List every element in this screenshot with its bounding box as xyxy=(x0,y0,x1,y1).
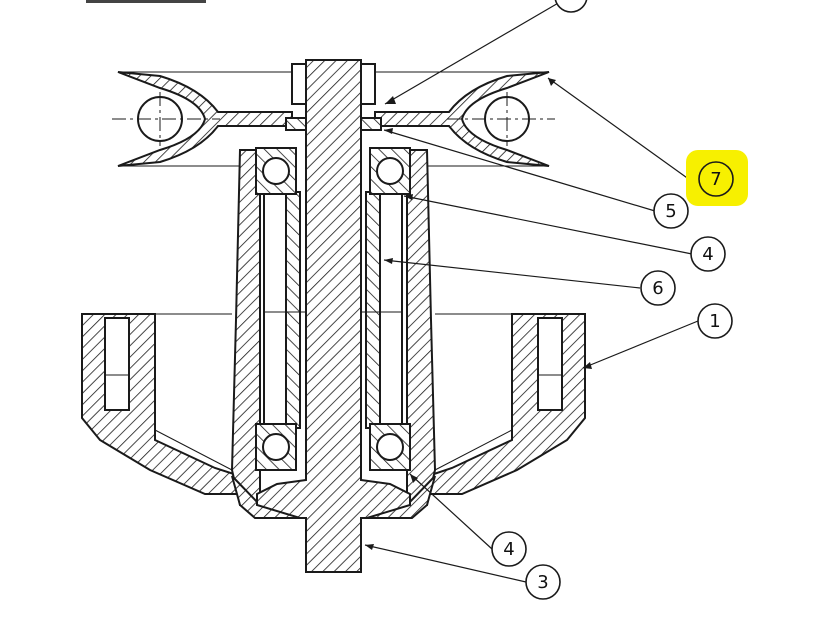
pulley xyxy=(112,71,555,167)
clipped-header-text xyxy=(86,0,206,3)
callout-7-label: 7 xyxy=(710,169,721,190)
callout-3-label: 3 xyxy=(537,572,548,593)
callout-4-upper: 4 xyxy=(690,236,726,272)
shaft xyxy=(256,59,411,573)
callout-3: 3 xyxy=(525,564,561,600)
callout-6: 6 xyxy=(640,270,676,306)
lower-bearing-left xyxy=(255,423,297,471)
upper-bearing-right xyxy=(369,147,411,195)
callout-7-highlight: 7 xyxy=(686,150,748,206)
callout-1: 1 xyxy=(697,303,733,339)
upper-bearing-left xyxy=(255,147,297,195)
callout-4-upper-label: 4 xyxy=(702,244,713,265)
callout-1-label: 1 xyxy=(709,311,720,332)
callout-5-label: 5 xyxy=(665,201,676,222)
leader-lines xyxy=(364,1,699,583)
lower-bearing-right xyxy=(369,423,411,471)
callout-6-label: 6 xyxy=(652,278,663,299)
callout-4-lower: 4 xyxy=(491,531,527,567)
callout-5: 5 xyxy=(653,193,689,229)
housing xyxy=(81,149,586,519)
spacer-tube xyxy=(263,191,403,429)
callout-4-lower-label: 4 xyxy=(503,539,514,560)
callout-top-clipped xyxy=(554,0,588,13)
